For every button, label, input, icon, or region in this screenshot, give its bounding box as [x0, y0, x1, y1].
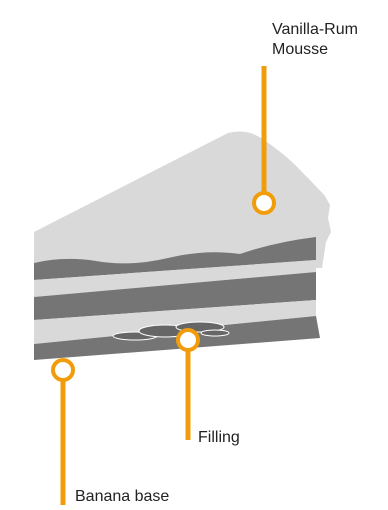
banana-piece: [201, 330, 229, 336]
label-mousse-line-2: Mousse: [272, 40, 358, 60]
callout-marker: [254, 193, 274, 213]
label-vanilla-rum-mousse: Vanilla-Rum Mousse: [272, 20, 358, 60]
callout-marker: [53, 360, 73, 380]
callout-banana-base: [53, 360, 73, 505]
callout-marker: [178, 330, 198, 350]
label-mousse-line-1: Vanilla-Rum: [272, 20, 358, 40]
label-banana-base: Banana base: [75, 487, 169, 507]
callout-filling: [178, 330, 198, 440]
label-filling: Filling: [198, 428, 240, 448]
